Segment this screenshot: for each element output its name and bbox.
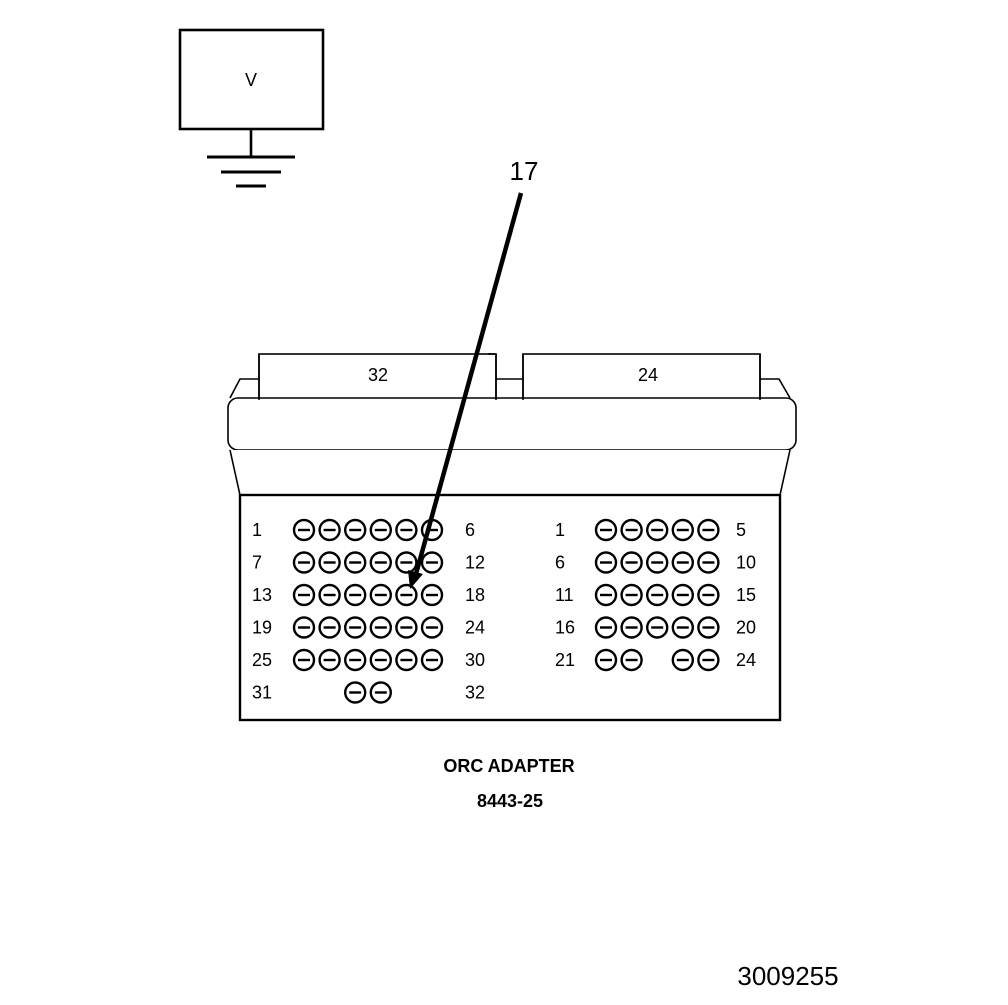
left-row-start-label: 25 <box>252 650 272 670</box>
left-pin-socket-icon <box>369 648 392 672</box>
right-pin-socket-icon <box>620 583 643 607</box>
caption-title: ORC ADAPTER <box>443 756 574 776</box>
left-pin-socket-icon <box>369 681 392 704</box>
right-pin-socket-icon <box>697 583 720 607</box>
left-row-start-label: 31 <box>252 683 272 703</box>
right-row-end-label: 24 <box>736 650 756 670</box>
left-pin-socket-icon <box>344 551 367 574</box>
left-row-end-label: 6 <box>465 520 475 540</box>
left-pin-socket-icon <box>292 616 316 639</box>
left-row-end-label: 12 <box>465 553 485 573</box>
adapter-housing: 32 24 <box>227 353 797 722</box>
right-pin-socket-icon <box>646 518 669 542</box>
left-pin-socket-icon <box>369 616 392 639</box>
right-pin-socket-icon <box>594 616 618 639</box>
left-pin-socket-icon <box>344 648 367 672</box>
callout-17: 17 <box>408 156 538 589</box>
right-pin-socket-icon <box>594 583 618 607</box>
right-pin-socket-icon <box>646 551 669 574</box>
right-pin-socket-icon <box>620 616 643 639</box>
left-pin-socket-icon <box>344 616 367 639</box>
right-pin-socket-icon <box>594 518 618 542</box>
right-pin-socket-icon <box>671 648 694 672</box>
right-pin-socket-icon <box>646 583 669 607</box>
left-pin-socket-icon <box>420 551 444 574</box>
right-row-end-label: 5 <box>736 520 746 540</box>
left-pin-socket-icon <box>395 551 418 574</box>
right-row-end-label: 15 <box>736 585 756 605</box>
left-pin-socket-icon <box>318 551 341 574</box>
voltmeter-box <box>178 28 325 131</box>
housing-lower-band <box>229 449 791 496</box>
left-pin-socket-icon <box>318 583 341 607</box>
left-pin-socket-icon <box>420 616 444 639</box>
left-pin-socket-icon <box>292 583 316 607</box>
right-pin-socket-icon <box>620 648 643 672</box>
left-row-end-label: 30 <box>465 650 485 670</box>
right-pin-socket-icon <box>671 616 694 639</box>
left-pin-socket-icon <box>318 616 341 639</box>
right-row-end-label: 20 <box>736 618 756 638</box>
left-row-start-label: 19 <box>252 618 272 638</box>
right-row-end-label: 10 <box>736 553 756 573</box>
left-pin-socket-icon <box>420 583 444 607</box>
left-row-start-label: 13 <box>252 585 272 605</box>
right-pin-socket-icon <box>671 518 694 542</box>
left-row-end-label: 32 <box>465 683 485 703</box>
right-pin-socket-icon <box>671 551 694 574</box>
figure-id: 3009255 <box>737 961 838 991</box>
left-row-start-label: 1 <box>252 520 262 540</box>
right-pin-socket-icon <box>697 616 720 639</box>
right-connector-label: 24 <box>638 365 658 385</box>
right-pin-socket-icon <box>697 551 720 574</box>
left-pin-socket-icon <box>344 681 367 704</box>
callout-label: 17 <box>510 156 539 186</box>
left-pin-socket-icon <box>420 648 444 672</box>
callout-arrowhead-icon <box>408 570 423 589</box>
left-connector-label: 32 <box>368 365 388 385</box>
right-row-start-label: 21 <box>555 650 575 670</box>
right-row-start-label: 11 <box>555 585 574 605</box>
right-pin-socket-icon <box>697 648 720 672</box>
ground-icon <box>207 155 295 188</box>
right-pin-socket-icon <box>671 583 694 607</box>
right-pin-socket-icon <box>594 648 618 672</box>
left-pin-socket-icon <box>344 518 367 542</box>
right-pin-socket-icon <box>620 551 643 574</box>
right-row-start-label: 16 <box>555 618 575 638</box>
left-row-start-label: 7 <box>252 553 262 573</box>
left-pin-socket-icon <box>292 518 316 542</box>
left-pin-socket-icon <box>318 648 341 672</box>
voltmeter-label: V <box>245 70 257 90</box>
right-pin-socket-icon <box>646 616 669 639</box>
left-pin-socket-icon <box>369 518 392 542</box>
right-pin-socket-icon <box>697 518 720 542</box>
housing-upper-band <box>227 397 797 451</box>
right-pin-socket-icon <box>594 551 618 574</box>
right-row-start-label: 6 <box>555 553 565 573</box>
left-pin-socket-icon <box>344 583 367 607</box>
voltmeter: V <box>178 28 325 188</box>
callout-arrow-line <box>413 192 524 575</box>
left-pin-socket-icon <box>292 551 316 574</box>
left-pin-socket-icon <box>369 583 392 607</box>
left-pin-socket-icon <box>369 551 392 574</box>
left-pin-socket-icon <box>292 648 316 672</box>
left-pin-socket-icon <box>318 518 341 542</box>
left-pin-socket-icon <box>395 616 418 639</box>
caption-part-number: 8443-25 <box>477 791 543 811</box>
left-pin-socket-icon <box>395 518 418 542</box>
left-row-end-label: 24 <box>465 618 485 638</box>
right-row-start-label: 1 <box>555 520 565 540</box>
left-pin-socket-icon <box>395 648 418 672</box>
left-row-end-label: 18 <box>465 585 485 605</box>
right-pin-socket-icon <box>620 518 643 542</box>
right-connector-tab <box>522 353 761 401</box>
left-pin-socket-icon <box>395 583 418 607</box>
